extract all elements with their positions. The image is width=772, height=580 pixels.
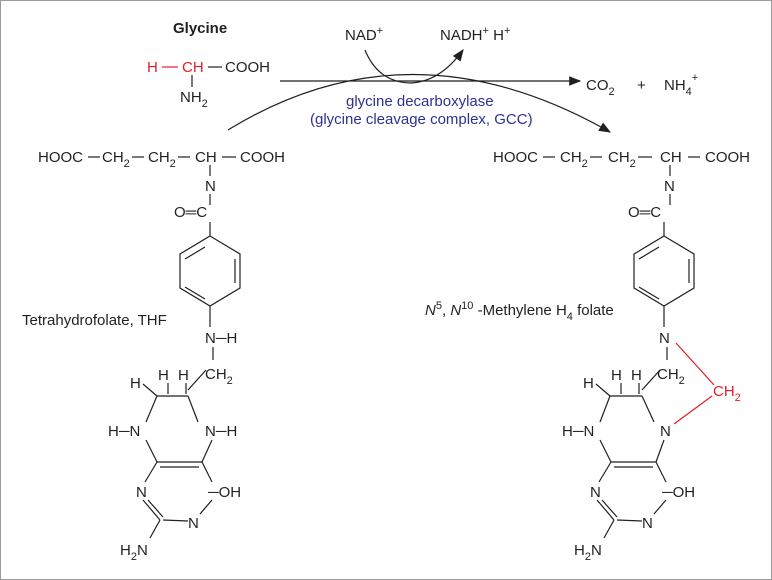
thf-carbonyl: O═C xyxy=(174,204,207,221)
thf-ch2-a: CH2 xyxy=(102,149,130,170)
svg-text:H─N: H─N xyxy=(562,423,594,440)
glycine-ch: CH xyxy=(182,59,204,76)
glycine-cooh: COOH xyxy=(225,59,270,76)
methylene-thf-structure: HOOC CH2 CH2 CH COOH N O═C N CH2 H H H H… xyxy=(493,149,750,563)
svg-text:H2N: H2N xyxy=(574,542,602,563)
plus-sign: + xyxy=(637,77,646,94)
thf-ch2-bridge: CH2 xyxy=(205,366,233,387)
methylene-bridge: CH2 xyxy=(713,383,741,404)
thf-ch: CH xyxy=(195,149,217,166)
nad-label: NAD+ xyxy=(345,25,383,44)
thf-amide-n: N xyxy=(205,178,216,195)
mthf-n5: N xyxy=(660,423,671,440)
transfer-arrow xyxy=(227,73,612,133)
nadh-label: NADH+ H+ xyxy=(440,25,510,44)
bridge-bond-n10 xyxy=(675,342,715,386)
thf-n8: H─N xyxy=(108,423,140,440)
svg-text:H: H xyxy=(583,375,594,392)
enzyme-complex: (glycine cleavage complex, GCC) xyxy=(310,111,533,128)
svg-text:H: H xyxy=(158,367,169,384)
bridge-bond-n5 xyxy=(673,395,713,425)
enzyme-name: glycine decarboxylase xyxy=(346,93,494,110)
thf-c4-oh: ─OH xyxy=(207,484,241,501)
co2-label: CO2 xyxy=(586,77,615,98)
svg-text:O═C: O═C xyxy=(628,204,661,221)
mthf-n10: N xyxy=(659,330,670,347)
svg-text:H: H xyxy=(178,367,189,384)
nh4-label: NH4+ xyxy=(664,72,698,98)
svg-text:H: H xyxy=(611,367,622,384)
svg-text:CH2: CH2 xyxy=(560,149,588,170)
svg-text:HOOC: HOOC xyxy=(493,149,538,166)
glycine-title: Glycine xyxy=(173,20,227,37)
methylene-thf-label: N5, N10 -Methylene H4 folate xyxy=(425,300,614,323)
cofactor-arrow xyxy=(364,49,464,84)
svg-text:H: H xyxy=(130,375,141,392)
thf-n3: N xyxy=(188,515,199,532)
thf-cooh: COOH xyxy=(240,149,285,166)
thf-nh2: H2N xyxy=(120,542,148,563)
thf-label: Tetrahydrofolate, THF xyxy=(22,312,167,329)
svg-text:─OH: ─OH xyxy=(661,484,695,501)
svg-text:CH2: CH2 xyxy=(657,366,685,387)
svg-text:N: N xyxy=(664,178,675,195)
thf-n1: N xyxy=(136,484,147,501)
thf-nh: N─H xyxy=(205,330,237,347)
thf-n5: N─H xyxy=(205,423,237,440)
svg-text:N: N xyxy=(590,484,601,501)
svg-text:N: N xyxy=(642,515,653,532)
svg-text:H: H xyxy=(631,367,642,384)
glycine-nh2: NH2 xyxy=(180,89,208,110)
thf-hooc: HOOC xyxy=(38,149,83,166)
svg-text:CH: CH xyxy=(660,149,682,166)
thf-structure: HOOC CH2 CH2 CH COOH N O═C N─H CH2 H H H… xyxy=(38,149,285,563)
svg-text:COOH: COOH xyxy=(705,149,750,166)
svg-text:CH2: CH2 xyxy=(608,149,636,170)
glycine-h: H xyxy=(147,59,158,76)
thf-ch2-b: CH2 xyxy=(148,149,176,170)
